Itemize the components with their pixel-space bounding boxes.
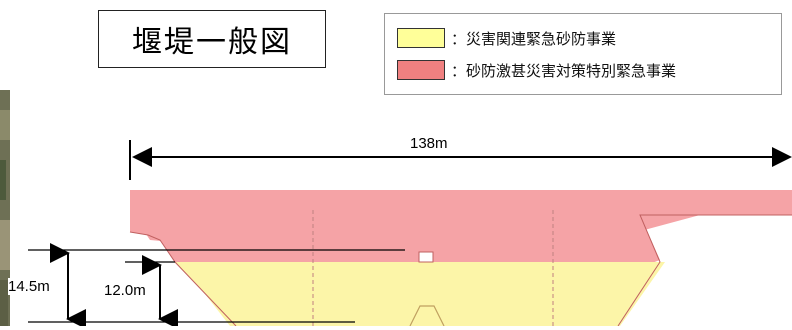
height-total-label: 14.5m <box>8 278 50 295</box>
legend-label-severe-disaster: ：砂防激甚災害対策特別緊急事業 <box>451 61 677 80</box>
legend: ：災害関連緊急砂防事業 ：砂防激甚災害対策特別緊急事業 <box>384 13 782 95</box>
legend-swatch-red <box>397 60 445 80</box>
legend-swatch-yellow <box>397 28 445 48</box>
drain-outlet <box>409 305 445 326</box>
lower-section-yellow-body <box>175 262 660 326</box>
width-label: 138m <box>410 135 448 152</box>
background-photo-fragment <box>0 90 10 326</box>
legend-label-disaster-related: ：災害関連緊急砂防事業 <box>451 29 617 48</box>
section-outline-right <box>617 214 792 326</box>
diagram-title: 堰堤一般図 <box>98 10 326 68</box>
spillway-notch <box>418 251 434 263</box>
height-lower-label: 12.0m <box>104 282 146 299</box>
section-outline <box>129 231 237 326</box>
legend-item-severe-disaster: ：砂防激甚災害対策特別緊急事業 <box>397 58 676 82</box>
legend-item-disaster-related: ：災害関連緊急砂防事業 <box>397 26 616 50</box>
